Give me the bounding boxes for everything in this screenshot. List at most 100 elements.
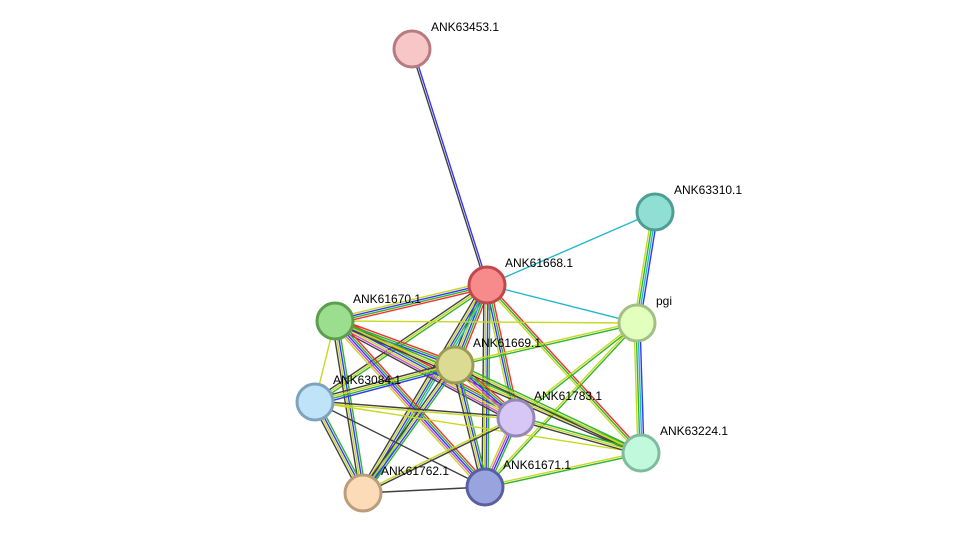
edge-evidence-line	[635, 323, 641, 454]
edge-evidence-line	[485, 323, 639, 489]
edge-ANK61669-ANK63224	[453, 362, 643, 456]
node-label: ANK61669.1	[473, 336, 541, 350]
node-circle[interactable]	[465, 467, 505, 507]
edge-ANK61670-ANK61671	[331, 317, 489, 491]
edge-evidence-line	[335, 319, 488, 487]
node-circle[interactable]	[295, 382, 335, 422]
node-circle[interactable]	[617, 303, 657, 343]
node-circle[interactable]	[467, 265, 507, 305]
edge-pgi-ANK63224	[633, 322, 645, 454]
edge-evidence-line	[334, 320, 638, 324]
node-circle[interactable]	[635, 192, 675, 232]
node-label: ANK63224.1	[660, 424, 728, 438]
edge-evidence-line	[334, 281, 487, 319]
node-label: ANK61671.1	[503, 458, 571, 472]
edge-evidence-line	[315, 367, 456, 406]
edge-evidence-line	[359, 362, 454, 492]
edge-evidence-line	[454, 321, 637, 365]
edge-evidence-line	[633, 323, 639, 454]
node-circle[interactable]	[315, 301, 355, 341]
edge-evidence-line	[335, 317, 457, 363]
node-ank63310-1[interactable]: ANK63310.1	[635, 183, 742, 232]
edge-evidence-line	[410, 49, 487, 286]
edge-evidence-line	[331, 323, 483, 491]
node-circle[interactable]	[392, 29, 432, 69]
edge-ANK61669-ANK63084	[314, 361, 456, 406]
edge-evidence-line	[485, 453, 642, 489]
nodes-layer: ANK63453.1ANK63310.1ANK61668.1pgiANK6167…	[295, 20, 742, 513]
node-circle[interactable]	[496, 398, 536, 438]
node-pgi[interactable]: pgi	[617, 294, 672, 343]
node-ank61783-1[interactable]: ANK61783.1	[496, 389, 602, 438]
edge-evidence-line	[315, 365, 456, 404]
edge-evidence-line	[412, 48, 489, 285]
edge-evidence-line	[315, 400, 517, 418]
node-label: pgi	[656, 294, 672, 308]
node-ank61762-1[interactable]: ANK61762.1	[343, 464, 449, 513]
edge-evidence-line	[455, 362, 643, 452]
edge-evidence-line	[486, 284, 638, 324]
node-circle[interactable]	[621, 433, 661, 473]
edge-evidence-line	[332, 321, 485, 489]
edge-evidence-line	[485, 285, 641, 455]
edge-evidence-line	[637, 322, 643, 453]
edge-evidence-line	[487, 283, 643, 453]
edge-evidence-line	[363, 365, 457, 494]
edge-evidence-line	[314, 363, 455, 402]
edge-pgi-ANK61671	[483, 321, 639, 489]
edge-evidence-line	[484, 451, 641, 487]
edge-ANK61669-ANK61671	[451, 364, 489, 488]
node-label: ANK61670.1	[353, 292, 421, 306]
edge-evidence-line	[335, 287, 488, 325]
edge-evidence-line	[516, 415, 642, 452]
node-ank63453-1[interactable]: ANK63453.1	[392, 20, 499, 69]
edge-evidence-line	[363, 418, 517, 495]
edge-evidence-line	[314, 361, 455, 400]
edge-ANK63084-ANK63224	[314, 401, 642, 454]
edge-pgi-ANK61670	[334, 320, 638, 324]
edge-evidence-line	[486, 211, 656, 286]
edge-ANK61669-ANK61762	[359, 362, 459, 496]
edge-evidence-line	[334, 320, 486, 488]
edge-ANK61668-ANK61670	[334, 281, 488, 325]
node-ank63084-1[interactable]: ANK63084.1	[295, 373, 401, 422]
node-circle[interactable]	[435, 345, 475, 385]
edge-evidence-line	[483, 321, 637, 487]
edge-ANK61783-ANK63224	[515, 415, 642, 456]
edge-evidence-line	[454, 364, 642, 454]
edge-evidence-line	[455, 323, 638, 367]
edge-evidence-line	[487, 285, 491, 488]
node-ank61669-1[interactable]: ANK61669.1	[435, 336, 541, 385]
edge-evidence-line	[364, 366, 459, 496]
edge-evidence-line	[334, 283, 487, 321]
edge-ANK61668-ANK63224	[485, 283, 643, 455]
edge-evidence-line	[361, 364, 455, 493]
node-ank61671-1[interactable]: ANK61671.1	[465, 458, 571, 507]
edge-ANK63224-ANK61671	[484, 451, 642, 489]
node-label: ANK61783.1	[534, 389, 602, 403]
edge-ANK63310-ANK61668	[486, 211, 656, 286]
node-ank63224-1[interactable]: ANK63224.1	[621, 424, 728, 473]
edge-ANK61762-ANK61671	[362, 486, 486, 494]
edge-evidence-line	[515, 417, 642, 454]
edge-evidence-line	[362, 416, 516, 493]
node-label: ANK63310.1	[674, 183, 742, 197]
edge-evidence-line	[360, 283, 486, 493]
node-ank61668-1[interactable]: ANK61668.1	[467, 256, 573, 305]
edge-evidence-line	[314, 401, 486, 488]
edge-evidence-line	[333, 322, 641, 456]
node-label: ANK63084.1	[333, 373, 401, 387]
node-ank61670-1[interactable]: ANK61670.1	[315, 292, 421, 341]
edge-evidence-line	[358, 282, 485, 492]
edge-ANK63453-ANK61668	[410, 48, 489, 286]
node-circle[interactable]	[343, 473, 383, 513]
edge-evidence-line	[451, 365, 483, 488]
edge-evidence-line	[457, 364, 489, 487]
node-label: ANK61762.1	[381, 464, 449, 478]
edge-evidence-line	[314, 402, 516, 420]
edge-ANK63084-ANK61671	[314, 401, 486, 488]
edge-ANK63084-ANK61783	[314, 400, 517, 420]
edge-evidence-line	[337, 317, 489, 485]
edge-ANK61783-ANK61762	[362, 416, 517, 495]
